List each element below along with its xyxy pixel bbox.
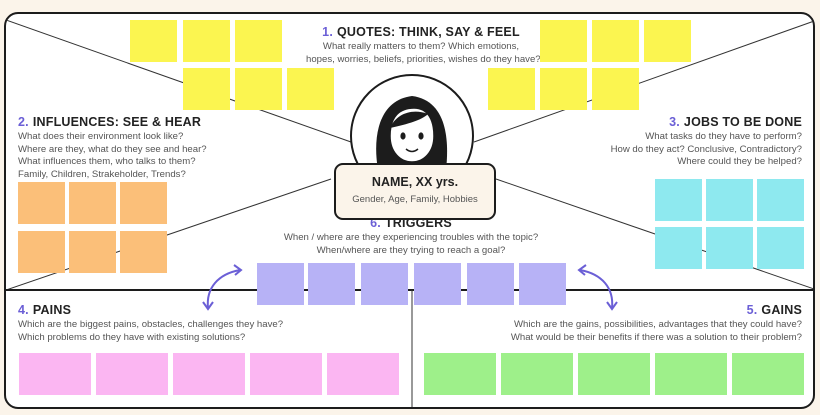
curved-arrow-icon	[202, 264, 243, 311]
section-divider-lines	[6, 19, 813, 407]
sticky-note[interactable]	[757, 179, 804, 221]
sticky-note[interactable]	[120, 182, 167, 224]
sticky-note[interactable]	[18, 182, 65, 224]
section-influences: 2.INFLUENCES: SEE & HEAR What does their…	[18, 115, 278, 181]
section-jobs-to-be-done: 3.JOBS TO BE DONE What tasks do they hav…	[546, 115, 802, 169]
section-description: What does their environment look like? W…	[18, 131, 207, 180]
persona-name: NAME, XX yrs.	[371, 175, 459, 189]
sticky-note[interactable]	[655, 353, 727, 395]
section-pains: 4.PAINS Which are the biggest pains, obs…	[18, 303, 348, 344]
sticky-note[interactable]	[327, 353, 399, 395]
sticky-note[interactable]	[655, 179, 702, 221]
sticky-note[interactable]	[540, 20, 587, 62]
sticky-note[interactable]	[467, 263, 514, 305]
sticky-note[interactable]	[488, 68, 535, 110]
sticky-note[interactable]	[19, 353, 91, 395]
sticky-note[interactable]	[235, 20, 282, 62]
section-description: What tasks do they have to perform? How …	[610, 131, 802, 168]
sticky-note[interactable]	[540, 68, 587, 110]
section-description: Which are the gains, possibilities, adva…	[510, 319, 802, 343]
section-title: 3.JOBS TO BE DONE	[669, 115, 802, 129]
section-quotes: 1.QUOTES: THINK, SAY & FEEL What really …	[306, 25, 541, 66]
sticky-note[interactable]	[655, 227, 702, 269]
curved-arrow-icon	[577, 264, 618, 311]
sticky-note[interactable]	[706, 227, 753, 269]
sticky-note[interactable]	[424, 353, 496, 395]
persona-attributes: Gender, Age, Family, Hobbies	[352, 194, 478, 205]
sticky-note[interactable]	[361, 263, 408, 305]
sticky-note[interactable]	[183, 68, 230, 110]
sticky-note[interactable]	[173, 353, 245, 395]
sticky-note[interactable]	[120, 231, 167, 273]
sticky-note[interactable]	[414, 263, 461, 305]
sticky-note[interactable]	[69, 182, 116, 224]
sticky-note[interactable]	[96, 353, 168, 395]
section-description: What really matters to them? Which emoti…	[306, 41, 541, 65]
sticky-note[interactable]	[250, 353, 322, 395]
sticky-note[interactable]	[257, 263, 304, 305]
sticky-note[interactable]	[706, 179, 753, 221]
sticky-note[interactable]	[287, 68, 334, 110]
sticky-note[interactable]	[18, 231, 65, 273]
sticky-note[interactable]	[501, 353, 573, 395]
section-triggers: 6.TRIGGERS When / where are they experie…	[261, 216, 561, 257]
section-gains: 5.GAINS Which are the gains, possibiliti…	[456, 303, 802, 344]
section-title: 2.INFLUENCES: SEE & HEAR	[18, 115, 202, 129]
section-title: 1.QUOTES: THINK, SAY & FEEL	[322, 25, 520, 39]
sticky-note[interactable]	[592, 68, 639, 110]
section-description: Which are the biggest pains, obstacles, …	[18, 319, 284, 343]
persona-card: NAME, XX yrs. Gender, Age, Family, Hobbi…	[334, 163, 496, 220]
sticky-note[interactable]	[732, 353, 804, 395]
sticky-note[interactable]	[519, 263, 566, 305]
sticky-note[interactable]	[235, 68, 282, 110]
section-title: 4.PAINS	[18, 303, 72, 317]
sticky-note[interactable]	[592, 20, 639, 62]
sticky-note[interactable]	[578, 353, 650, 395]
sticky-note[interactable]	[69, 231, 116, 273]
sticky-note[interactable]	[644, 20, 691, 62]
empathy-map-board: 1.QUOTES: THINK, SAY & FEEL What really …	[4, 12, 815, 409]
section-description: When / where are they experiencing troub…	[283, 232, 539, 256]
sticky-note[interactable]	[183, 20, 230, 62]
sticky-note[interactable]	[757, 227, 804, 269]
sticky-note[interactable]	[308, 263, 355, 305]
sticky-note[interactable]	[130, 20, 177, 62]
section-title: 5.GAINS	[746, 303, 802, 317]
